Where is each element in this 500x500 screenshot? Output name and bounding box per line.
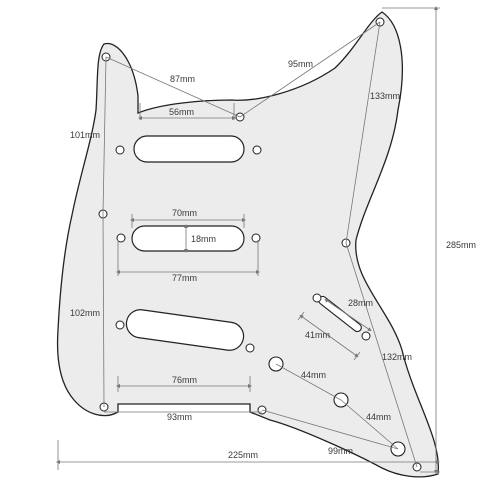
dim-line-44b	[340, 399, 399, 450]
screw-hole	[115, 320, 125, 330]
dim-line-133	[345, 21, 381, 244]
dim-line-41	[299, 314, 359, 358]
dim-line-44a	[275, 363, 342, 401]
label-95mm: 95mm	[288, 59, 313, 69]
label-18mm: 18mm	[191, 234, 216, 244]
label-99mm: 99mm	[328, 446, 353, 456]
label-76mm: 76mm	[172, 375, 197, 385]
label-44mm-b: 44mm	[366, 412, 391, 422]
label-101mm: 101mm	[70, 130, 100, 140]
screw-hole	[312, 293, 322, 303]
dim-line-87	[105, 56, 241, 118]
label-225mm: 225mm	[228, 450, 258, 460]
screw-hole	[116, 233, 126, 243]
label-70mm: 70mm	[172, 208, 197, 218]
label-132mm: 132mm	[382, 352, 412, 362]
dim-line-101	[102, 56, 107, 215]
dim-line-132	[345, 242, 418, 468]
label-133mm: 133mm	[370, 91, 400, 101]
label-56mm: 56mm	[169, 107, 194, 117]
pickguard-outline	[56, 11, 440, 478]
label-285mm: 285mm	[446, 240, 476, 250]
label-102mm: 102mm	[70, 308, 100, 318]
dim-line-99	[261, 409, 399, 450]
screw-hole	[252, 145, 262, 155]
label-28mm: 28mm	[348, 298, 373, 308]
screw-hole	[251, 233, 261, 243]
label-77mm: 77mm	[172, 273, 197, 283]
label-87mm: 87mm	[170, 74, 195, 84]
label-44mm-a: 44mm	[301, 370, 326, 380]
middle-pickup-slot	[131, 225, 245, 252]
screw-hole	[361, 331, 371, 341]
screw-hole	[115, 145, 125, 155]
bridge-pickup-slot	[125, 309, 245, 351]
dim-line-102	[102, 213, 105, 408]
dim-line-95	[239, 21, 381, 118]
neck-pickup-slot	[133, 135, 245, 163]
label-41mm: 41mm	[305, 330, 330, 340]
screw-hole	[245, 343, 255, 353]
label-93mm: 93mm	[167, 412, 192, 422]
